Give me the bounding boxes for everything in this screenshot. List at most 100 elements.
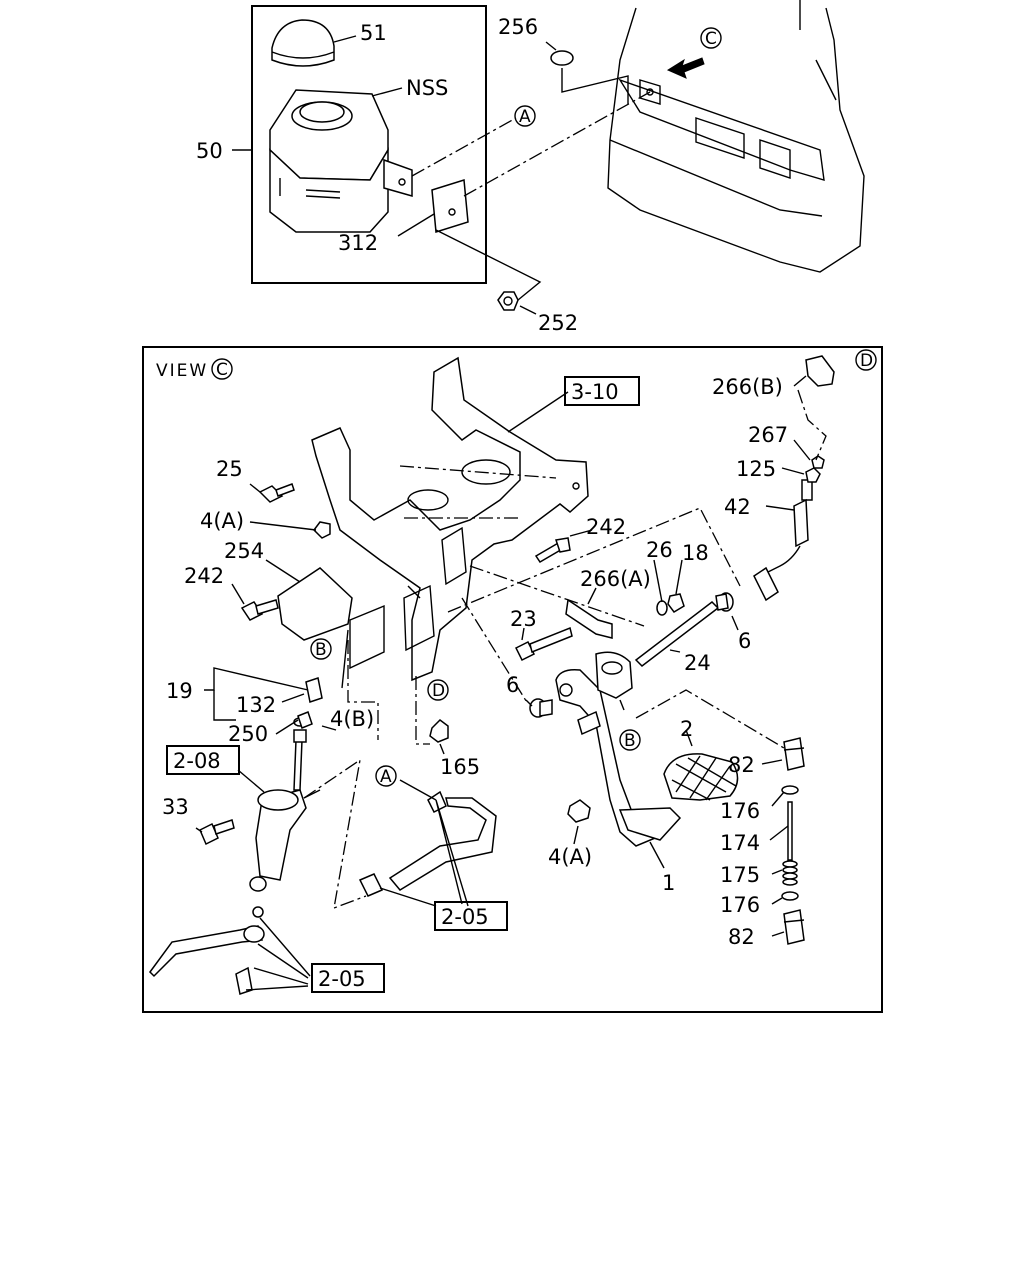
- rod-174: [787, 801, 793, 861]
- nut-4a-top: [313, 521, 331, 539]
- callout-176-top: 176: [720, 799, 760, 823]
- callout-165: 165: [440, 755, 480, 779]
- callout-26: 26: [646, 538, 673, 562]
- washer-banjo: [252, 906, 264, 918]
- cab-exterior: [607, 0, 865, 273]
- clutch-master-cylinder: [249, 717, 307, 892]
- ref-3-10: 3-10: [571, 380, 619, 404]
- callout-1: 1: [662, 871, 675, 895]
- bolt-25: [258, 483, 295, 503]
- callout-82-low: 82: [728, 925, 755, 949]
- nut-125: [805, 467, 821, 483]
- svg-text:A: A: [380, 767, 392, 787]
- circle-b-right: B: [619, 729, 641, 751]
- callout-174: 174: [720, 831, 760, 855]
- svg-text:VIEW: VIEW: [156, 361, 208, 381]
- plug-256: [550, 50, 574, 66]
- callout-25: 25: [216, 457, 243, 481]
- callout-267: 267: [748, 423, 788, 447]
- bolt-242-right: [534, 537, 571, 564]
- mounting-bracket: [311, 356, 589, 682]
- callout-4b: 4(B): [330, 707, 374, 731]
- svg-text:B: B: [624, 731, 636, 751]
- view-c-box: [142, 346, 883, 1013]
- nut-267: [811, 455, 825, 469]
- callout-242-right: 242: [586, 515, 626, 539]
- circle-a-low: A: [375, 765, 397, 787]
- callout-2: 2: [680, 717, 693, 741]
- clip-266a: [565, 598, 613, 639]
- ref-box-2-05-a: [434, 901, 508, 931]
- ref-box-2-08: [166, 745, 240, 775]
- svg-text:D: D: [432, 681, 445, 701]
- switch-42: [753, 479, 813, 602]
- reservoir-cap: [271, 19, 335, 67]
- nut-132: [305, 677, 323, 703]
- nut-165: [429, 719, 449, 743]
- callout-312: 312: [338, 231, 378, 255]
- callout-250: 250: [228, 722, 268, 746]
- pedal-arm: [555, 651, 682, 847]
- callout-125: 125: [736, 457, 776, 481]
- callout-42: 42: [724, 495, 751, 519]
- washer-176-top: [781, 785, 799, 795]
- pin-6-mid: [529, 698, 553, 718]
- reservoir-tank: [269, 89, 413, 233]
- bolt-33: [199, 819, 235, 846]
- pin-6-right: [715, 592, 734, 612]
- clutch-hose: [388, 797, 497, 891]
- callout-266b: 266(B): [712, 375, 783, 399]
- nut-252: [497, 291, 519, 311]
- callout-4a-top: 4(A): [200, 509, 244, 533]
- callout-242-left: 242: [184, 564, 224, 588]
- hose-clamp-lower: [358, 873, 384, 897]
- view-title: VIEW C: [156, 358, 233, 381]
- plate-254: [277, 567, 353, 641]
- ref-2-05-b: 2-05: [318, 967, 366, 991]
- bolt-242-left: [240, 599, 279, 621]
- callout-6-right: 6: [738, 629, 751, 653]
- washer-176-low: [781, 891, 799, 901]
- stopper-82-top: [783, 737, 805, 771]
- callout-175: 175: [720, 863, 760, 887]
- bracket-266b: [805, 355, 835, 387]
- circle-d-mid: D: [427, 679, 449, 701]
- callout-132: 132: [236, 693, 276, 717]
- stopper-82-low: [783, 909, 805, 945]
- spring-175: [782, 860, 798, 886]
- callout-33: 33: [162, 795, 189, 819]
- nut-18: [667, 593, 685, 613]
- svg-text:C: C: [216, 360, 228, 380]
- callout-266a: 266(A): [580, 567, 651, 591]
- circle-a-top: A: [514, 105, 536, 127]
- pedal-pad: [663, 753, 739, 801]
- svg-text:D: D: [860, 351, 873, 371]
- callout-23: 23: [510, 607, 537, 631]
- svg-text:B: B: [315, 640, 327, 660]
- callout-4a-low: 4(A): [548, 845, 592, 869]
- ref-2-08: 2-08: [173, 749, 221, 773]
- circle-c-top: C: [700, 27, 722, 49]
- bracket-312: [431, 179, 469, 233]
- arrow-view-c: [666, 57, 705, 79]
- ref-box-3-10: [564, 376, 640, 406]
- svg-text:C: C: [705, 29, 717, 49]
- clutch-pipe: [149, 925, 265, 978]
- callout-82-top: 82: [728, 753, 755, 777]
- callout-6-mid: 6: [506, 673, 519, 697]
- nut-4a-low: [567, 799, 591, 823]
- washer-26: [656, 600, 668, 616]
- ref-box-2-05-b: [311, 963, 385, 993]
- callout-256: 256: [498, 15, 538, 39]
- nut-250: [297, 711, 313, 729]
- callout-19: 19: [166, 679, 193, 703]
- circle-d-right: D: [855, 349, 877, 371]
- callout-50: 50: [196, 139, 223, 163]
- callout-51: 51: [360, 21, 387, 45]
- callout-176-low: 176: [720, 893, 760, 917]
- bolt-23: [514, 626, 573, 662]
- callout-252: 252: [538, 311, 578, 335]
- callout-18: 18: [682, 541, 709, 565]
- circle-b-left: B: [310, 638, 332, 660]
